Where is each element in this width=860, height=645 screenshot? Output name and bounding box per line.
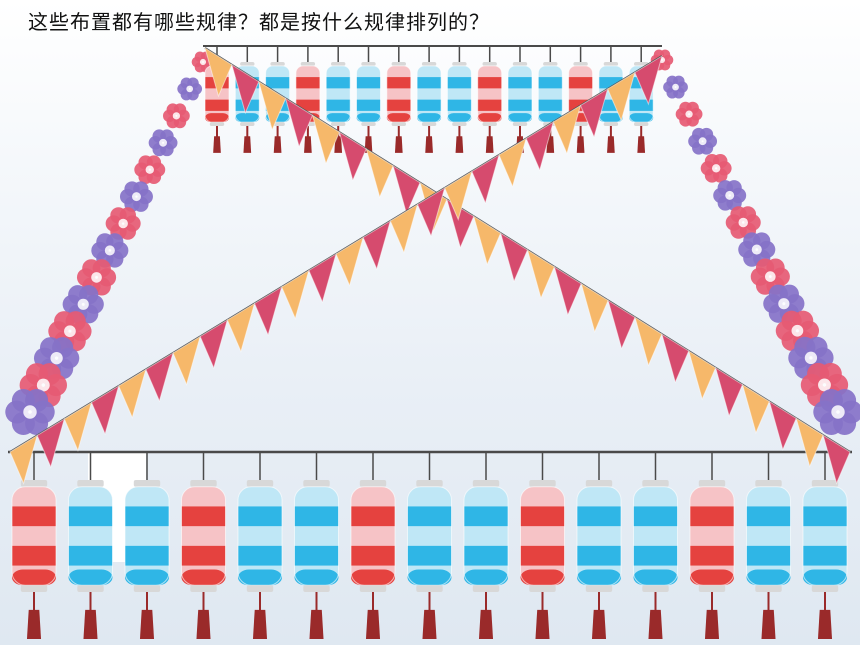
flag-descending-orange — [365, 147, 394, 199]
lantern-top-red — [386, 46, 412, 153]
flag-descending-orange — [795, 417, 824, 468]
flower-left-purple — [91, 233, 129, 268]
flower-left-pink — [134, 155, 166, 185]
lantern-top-blue — [416, 46, 442, 153]
flower-right-purple — [813, 389, 860, 435]
flag-descending-crimson — [338, 131, 367, 182]
lantern-bottom-blue — [463, 452, 509, 640]
flag-ascending-orange — [9, 434, 38, 485]
bunting-flags — [9, 46, 851, 485]
flower-left-pink — [162, 103, 190, 129]
flag-ascending-orange — [281, 269, 310, 320]
flag-descending-crimson — [553, 265, 582, 317]
flag-ascending-orange — [552, 104, 582, 155]
lantern-bottom-red — [350, 452, 396, 640]
flower-right-pink — [700, 153, 732, 183]
flag-descending-orange — [634, 316, 663, 367]
lantern-bottom-blue — [124, 452, 170, 640]
lantern-bottom-blue — [407, 452, 452, 640]
flag-descending-orange — [472, 215, 502, 266]
flower-left-purple — [177, 77, 203, 101]
lantern-top-blue — [356, 46, 381, 153]
question-text: 这些布置都有哪些规律？都是按什么规律排列的？ — [28, 10, 490, 34]
lantern-bottom-blue — [576, 452, 622, 640]
flag-ascending-orange — [389, 203, 419, 254]
flower-left-purple — [119, 181, 153, 212]
top-lantern-row — [203, 45, 662, 153]
flag-ascending-crimson — [308, 252, 337, 304]
flag-ascending-crimson — [634, 54, 663, 106]
flag-descending-crimson — [231, 63, 260, 115]
flag-ascending-crimson — [362, 219, 392, 271]
flower-right-purple — [663, 75, 688, 99]
flag-descending-orange — [311, 114, 341, 165]
lantern-bottom-blue — [237, 452, 283, 640]
lantern-bottom-blue — [633, 452, 678, 640]
flower-right-pink — [675, 101, 703, 127]
flag-descending-crimson — [822, 434, 851, 485]
flower-right-purple — [763, 284, 805, 323]
lantern-bottom-red — [520, 452, 565, 640]
flag-descending-crimson — [499, 232, 529, 283]
lantern-bottom-red — [689, 452, 735, 640]
flag-ascending-crimson — [416, 186, 446, 238]
flag-ascending-crimson — [145, 351, 174, 403]
flag-ascending-orange — [335, 236, 364, 287]
lantern-bottom-blue — [68, 452, 113, 640]
lantern-top-red — [477, 46, 503, 153]
lantern-top-blue — [446, 46, 472, 153]
flag-descending-crimson — [714, 366, 744, 418]
flower-right-purple — [788, 336, 834, 379]
flag-ascending-crimson — [90, 384, 120, 436]
flag-descending-crimson — [768, 400, 797, 452]
flag-ascending-crimson — [579, 87, 609, 139]
flag-descending-orange — [687, 349, 717, 401]
lantern-bottom-blue — [294, 452, 339, 640]
flag-descending-crimson — [284, 97, 314, 149]
bottom-lantern-row — [8, 450, 852, 640]
flower-right-purple — [688, 127, 718, 155]
flag-ascending-orange — [498, 137, 527, 188]
flag-ascending-crimson — [471, 153, 500, 205]
flag-ascending-crimson — [199, 318, 229, 370]
flower-left-purple — [5, 389, 55, 435]
flag-ascending-orange — [63, 401, 93, 452]
flag-ascending-orange — [607, 71, 636, 122]
flag-descending-crimson — [661, 333, 690, 384]
lantern-bottom-red — [11, 452, 57, 640]
flag-descending-orange — [580, 282, 609, 334]
flag-descending-orange — [526, 248, 556, 300]
lantern-top-blue — [325, 46, 351, 153]
flag-descending-crimson — [607, 299, 636, 351]
flag-ascending-crimson — [36, 417, 66, 469]
flower-right-purple — [738, 232, 776, 267]
flower-garlands — [5, 49, 860, 435]
flag-ascending-crimson — [525, 120, 555, 172]
flag-ascending-orange — [118, 368, 147, 419]
flag-ascending-orange — [226, 302, 256, 353]
flower-right-pink — [725, 206, 761, 239]
flag-ascending-orange — [172, 335, 201, 386]
flag-descending-crimson — [392, 164, 421, 216]
flower-left-purple — [148, 129, 178, 157]
lantern-bottom-blue — [802, 452, 848, 640]
flag-descending-orange — [741, 383, 771, 435]
flag-descending-orange — [204, 46, 233, 98]
flower-right-pink — [775, 310, 820, 351]
flag-ascending-crimson — [253, 285, 283, 337]
lantern-bottom-blue — [746, 452, 791, 640]
lantern-bottom-red — [181, 452, 226, 640]
flag-descending-orange — [257, 80, 287, 132]
flag-ascending-orange — [444, 170, 473, 221]
flower-right-purple — [713, 180, 747, 211]
